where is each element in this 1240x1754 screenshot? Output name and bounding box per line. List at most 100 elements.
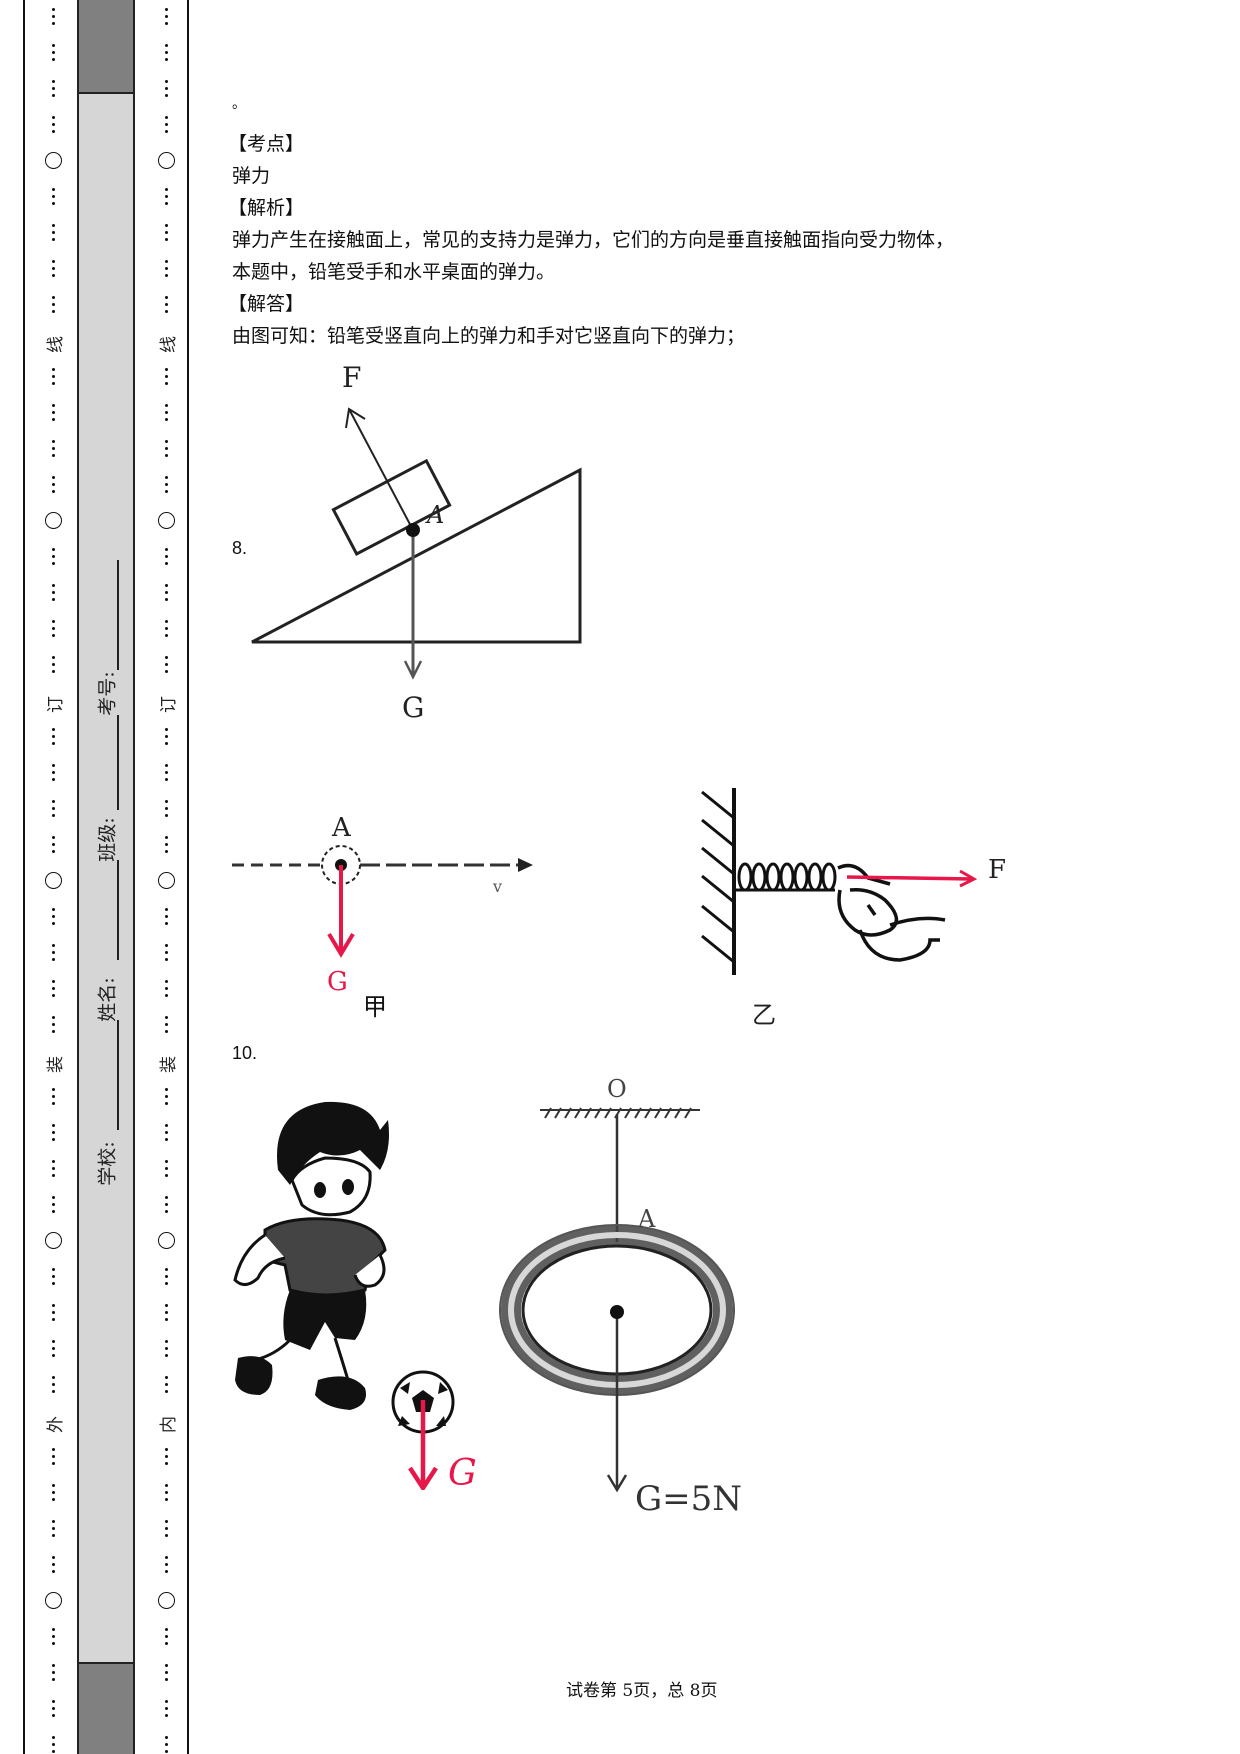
hand-icon [837,863,946,962]
center-of-mass-dot [610,1305,624,1319]
ellipsis-dots-icon [38,908,68,925]
ellipsis-dots-icon [38,1376,68,1393]
ellipsis-dots-icon [38,764,68,781]
ellipsis-dots-icon [38,1196,68,1213]
margin-char: 订 [45,696,66,713]
ellipsis-dots-icon [151,116,181,133]
jiexi-line-2: 本题中，铅笔受手和水平桌面的弹力。 [232,261,556,283]
ellipsis-dots-icon [151,1664,181,1681]
question-number-8: 8. [232,538,248,558]
ellipsis-dots-icon [38,44,68,61]
inner-cut-line: 线订装内 [151,0,181,1754]
ellipsis-dots-icon [151,1484,181,1501]
ellipsis-dots-icon [151,80,181,97]
band-bottom-block [77,1662,135,1754]
ellipsis-dots-icon [38,728,68,745]
ellipsis-dots-icon [151,1196,181,1213]
center-of-mass-dot [406,523,420,537]
ellipsis-dots-icon [38,116,68,133]
ellipsis-dots-icon [151,476,181,493]
label-f: F [342,365,361,394]
margin-char: 内 [158,1416,179,1433]
ellipsis-dots-icon [38,1124,68,1141]
ellipsis-dots-icon [151,1448,181,1465]
outer-cut-line: 线订装外 [38,0,68,1754]
name-field: 姓名: [78,977,134,1021]
ellipsis-dots-icon [151,1340,181,1357]
ellipsis-dots-icon [151,8,181,25]
ellipsis-dots-icon [38,1160,68,1177]
leading-punctuation: 。 [232,96,246,112]
jiexi-line-1: 弹力产生在接触面上，常见的支持力是弹力，它们的方向是垂直接触面指向受力物体， [232,229,955,251]
ellipsis-dots-icon [151,296,181,313]
exam-no-field: 考号: [78,671,134,715]
punch-hole-circle-icon [151,1592,181,1609]
ellipsis-dots-icon [38,1484,68,1501]
student-info-band [77,0,135,1754]
ellipsis-dots-icon [38,404,68,421]
ellipsis-dots-icon [151,620,181,637]
punch-hole-circle-icon [38,1232,68,1249]
ellipsis-dots-icon [38,980,68,997]
exam-no-underline[interactable] [117,560,119,670]
punch-hole-circle-icon [151,872,181,889]
ellipsis-dots-icon [151,1016,181,1033]
ellipsis-dots-icon [151,1700,181,1717]
ellipsis-dots-icon [38,224,68,241]
class-underline[interactable] [117,715,119,810]
label-g: G [327,967,348,997]
ellipsis-dots-icon [38,80,68,97]
section-heading-jiexi: 【解析】 [228,197,305,219]
boy-kicking-ball-figure: G [233,1101,477,1490]
punch-hole-circle-icon [151,512,181,529]
ellipsis-dots-icon [151,1304,181,1321]
ellipsis-dots-icon [151,1160,181,1177]
label-v: v [492,877,502,896]
margin-char: 装 [158,1056,179,1073]
margin-char: 线 [158,336,179,353]
ellipsis-dots-icon [151,836,181,853]
caption-jia: 甲 [363,993,387,1021]
name-label: 姓名: [96,977,119,1022]
ellipsis-dots-icon [151,1556,181,1573]
ellipsis-dots-icon [38,368,68,385]
ellipsis-dots-icon [38,1016,68,1033]
ellipsis-dots-icon [151,188,181,205]
punch-hole-circle-icon [151,1232,181,1249]
ellipsis-dots-icon [38,1448,68,1465]
name-underline[interactable] [117,860,119,960]
ellipsis-dots-icon [38,836,68,853]
ellipsis-dots-icon [151,1376,181,1393]
ellipsis-dots-icon [38,620,68,637]
inclined-plane-figure: F A G [251,365,582,724]
kaodian-text: 弹力 [232,165,271,187]
school-field: 学校: [78,1141,134,1185]
school-label: 学校: [96,1141,119,1186]
ellipsis-dots-icon [38,476,68,493]
ellipsis-dots-icon [151,1520,181,1537]
ellipsis-dots-icon [38,1268,68,1285]
punch-hole-circle-icon [151,152,181,169]
ellipsis-dots-icon [38,1628,68,1645]
ellipsis-dots-icon [38,1304,68,1321]
block-a [331,458,452,556]
jieda-text: 由图可知：铅笔受竖直向上的弹力和手对它竖直向下的弹力； [232,325,746,347]
label-f: F [988,855,1006,885]
label-g: G [448,1453,477,1490]
ellipsis-dots-icon [151,944,181,961]
ellipsis-dots-icon [38,944,68,961]
ellipsis-dots-icon [38,1520,68,1537]
ellipsis-dots-icon [151,260,181,277]
label-a: A [637,1205,656,1233]
ellipsis-dots-icon [151,1088,181,1105]
punch-hole-circle-icon [38,152,68,169]
margin-char: 线 [45,336,66,353]
ellipsis-dots-icon [151,764,181,781]
label-g: G [402,691,424,724]
ellipsis-dots-icon [151,800,181,817]
school-underline[interactable] [117,1020,119,1130]
ellipsis-dots-icon [151,656,181,673]
ellipsis-dots-icon [38,440,68,457]
ellipsis-dots-icon [38,1736,68,1753]
band-top-block [77,0,135,94]
